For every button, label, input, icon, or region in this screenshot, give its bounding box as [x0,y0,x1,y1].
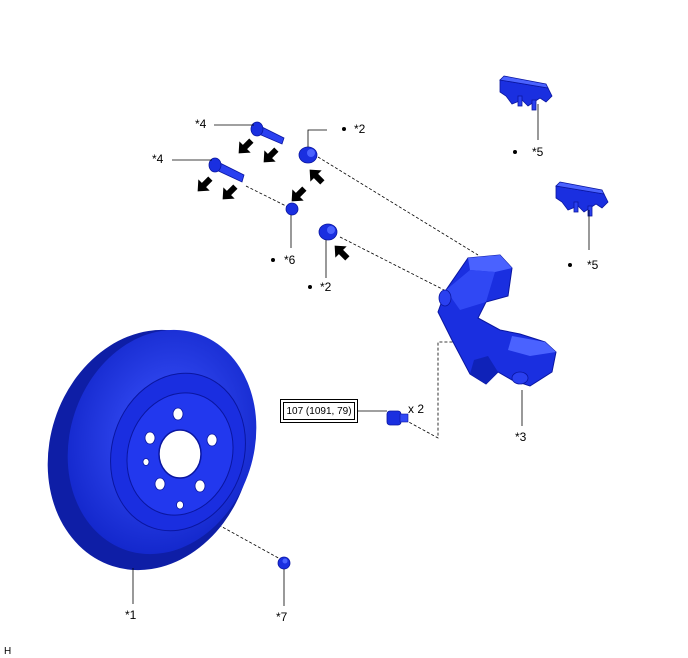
guide-pin-upper [250,121,285,145]
arrow-icon [309,169,325,185]
leader-lines [132,104,590,606]
torque-spec-box: 107 (1091, 79) [280,399,358,423]
caliper-bracket [437,254,557,387]
label-bushing: *6 [284,253,296,267]
guide-pin-lower [208,157,245,183]
torque-quantity: x 2 [408,402,424,416]
bushing [285,202,299,216]
label-boot-lower: *2 [320,280,332,294]
bullet-dots [271,127,572,289]
arrow-icon [334,245,350,261]
arrow-icon [238,138,254,154]
bracket-bolt [386,410,409,426]
brake-disc [47,329,257,571]
label-pin-lower: *4 [152,152,164,166]
label-clip-upper: *5 [532,145,544,159]
label-caliper-bracket: *3 [515,430,527,444]
corner-code: H [4,646,11,657]
pad-clip-lower [555,181,609,217]
dust-boot-lower [318,223,338,241]
label-disc: *1 [125,608,137,622]
label-clip-lower: *5 [587,258,599,272]
label-boot-upper: *2 [354,122,366,136]
arrow-icon [197,176,213,192]
arrow-icon [263,147,279,163]
pad-clip-upper [499,75,553,111]
arrow-icon [222,184,238,200]
torque-spec-value: 107 (1091, 79) [283,402,355,420]
dust-boot-upper [298,146,318,164]
plug [277,556,291,570]
label-plug: *7 [276,610,288,624]
arrow-icons [197,138,350,261]
label-pin-upper: *4 [195,117,207,131]
arrow-icon [291,186,307,202]
